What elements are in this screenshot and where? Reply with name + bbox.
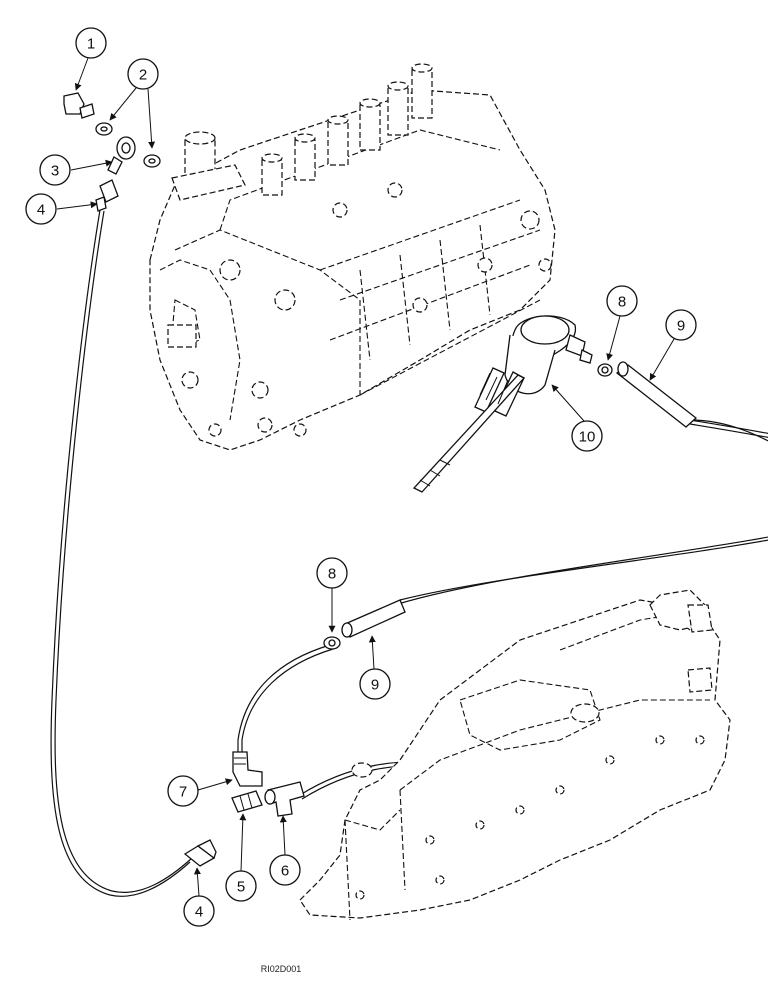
banjo-bolt-part: [63, 92, 95, 119]
connector-part-bottom: [183, 839, 217, 867]
callout-9-upper: 9: [649, 309, 697, 381]
callout-9-upper-label: 9: [677, 318, 685, 335]
callout-4-top-label: 4: [37, 202, 45, 219]
hose-lower: [341, 599, 406, 638]
reference-code: RI02D001: [261, 964, 302, 974]
injection-pump: [149, 63, 556, 451]
washer-part-b: [143, 154, 161, 168]
callout-1: 1: [74, 27, 107, 91]
intake-manifold: [299, 589, 731, 921]
callout-1-label: 1: [87, 36, 95, 53]
elbow-fitting: [232, 751, 263, 787]
callout-4-top: 4: [25, 193, 98, 225]
aneroid-part: [412, 315, 593, 493]
callout-8-upper: 8: [606, 285, 638, 361]
delivery-valves: [261, 63, 433, 196]
callout-5: 5: [225, 813, 257, 902]
callout-4-bottom-label: 4: [195, 904, 203, 921]
callout-3-label: 3: [51, 163, 59, 180]
callout-6-label: 6: [281, 863, 289, 880]
banjo-fitting-part: [107, 136, 136, 175]
hose-upper: [615, 361, 698, 428]
hose-clamp-lower: [323, 636, 341, 650]
callout-5-label: 5: [237, 879, 245, 896]
callout-2: 2: [109, 58, 159, 149]
washer-part-a: [95, 122, 113, 136]
callout-9-lower: 9: [359, 635, 391, 700]
callout-9-lower-label: 9: [371, 677, 379, 694]
callout-7: 7: [167, 775, 233, 807]
tee-fitting: [264, 781, 305, 817]
callout-2-label: 2: [139, 67, 147, 84]
callout-8-lower: 8: [316, 557, 348, 633]
callout-10-label: 10: [579, 429, 596, 446]
connector-part-top: [95, 179, 119, 212]
callout-10: 10: [551, 384, 603, 452]
callout-8-upper-label: 8: [618, 294, 626, 311]
callout-3: 3: [39, 154, 113, 186]
callout-4-bottom: 4: [183, 867, 215, 927]
callout-8-lower-label: 8: [328, 566, 336, 583]
callout-7-label: 7: [179, 784, 187, 801]
adapter-fitting: [231, 790, 263, 813]
hose-clamp-upper: [597, 363, 613, 377]
callout-6: 6: [269, 815, 301, 886]
